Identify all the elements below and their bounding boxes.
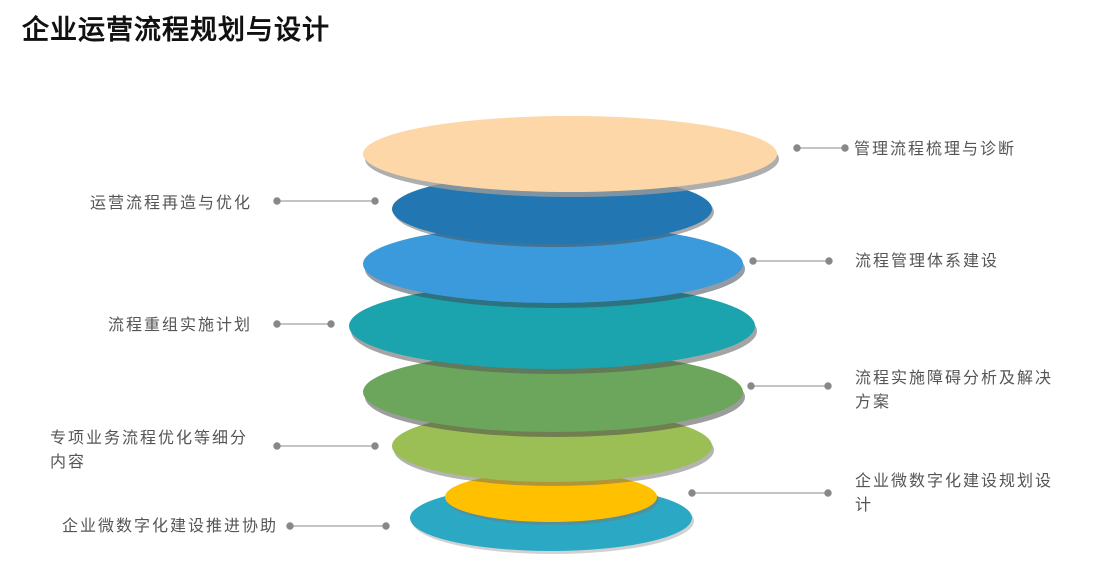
label-layer-7: 企业微数字化建设规划设计 <box>855 471 1054 514</box>
connector-1 <box>793 144 849 152</box>
layer-7 <box>445 472 659 525</box>
connector-3 <box>749 257 833 265</box>
label-layer-1: 管理流程梳理与诊断 <box>854 139 1017 158</box>
layer-1 <box>363 116 779 197</box>
layer-3-disc <box>363 225 743 303</box>
layer-1-disc <box>363 116 777 192</box>
label-layer-6: 专项业务流程优化等细分内容 <box>50 428 249 471</box>
label-layer-3: 流程管理体系建设 <box>855 251 1000 270</box>
connector-2 <box>273 197 379 205</box>
connector-5 <box>747 382 832 390</box>
layer-5 <box>363 352 745 437</box>
connector-6 <box>273 442 379 450</box>
label-layer-2: 运营流程再造与优化 <box>89 193 252 212</box>
layer-3 <box>363 225 745 308</box>
page-title: 企业运营流程规划与设计 <box>22 15 330 46</box>
connector-4 <box>273 320 335 328</box>
layer-4-disc <box>349 283 755 369</box>
layer-4 <box>349 283 757 374</box>
label-layer-5: 流程实施障碍分析及解决方案 <box>855 368 1054 411</box>
label-layer-4: 流程重组实施计划 <box>107 315 252 334</box>
connector-8 <box>286 522 390 530</box>
layer-7-disc <box>445 472 657 522</box>
connector-7 <box>688 489 832 497</box>
layer-5-disc <box>363 352 743 432</box>
label-layer-8: 企业微数字化建设推进协助 <box>61 516 278 535</box>
